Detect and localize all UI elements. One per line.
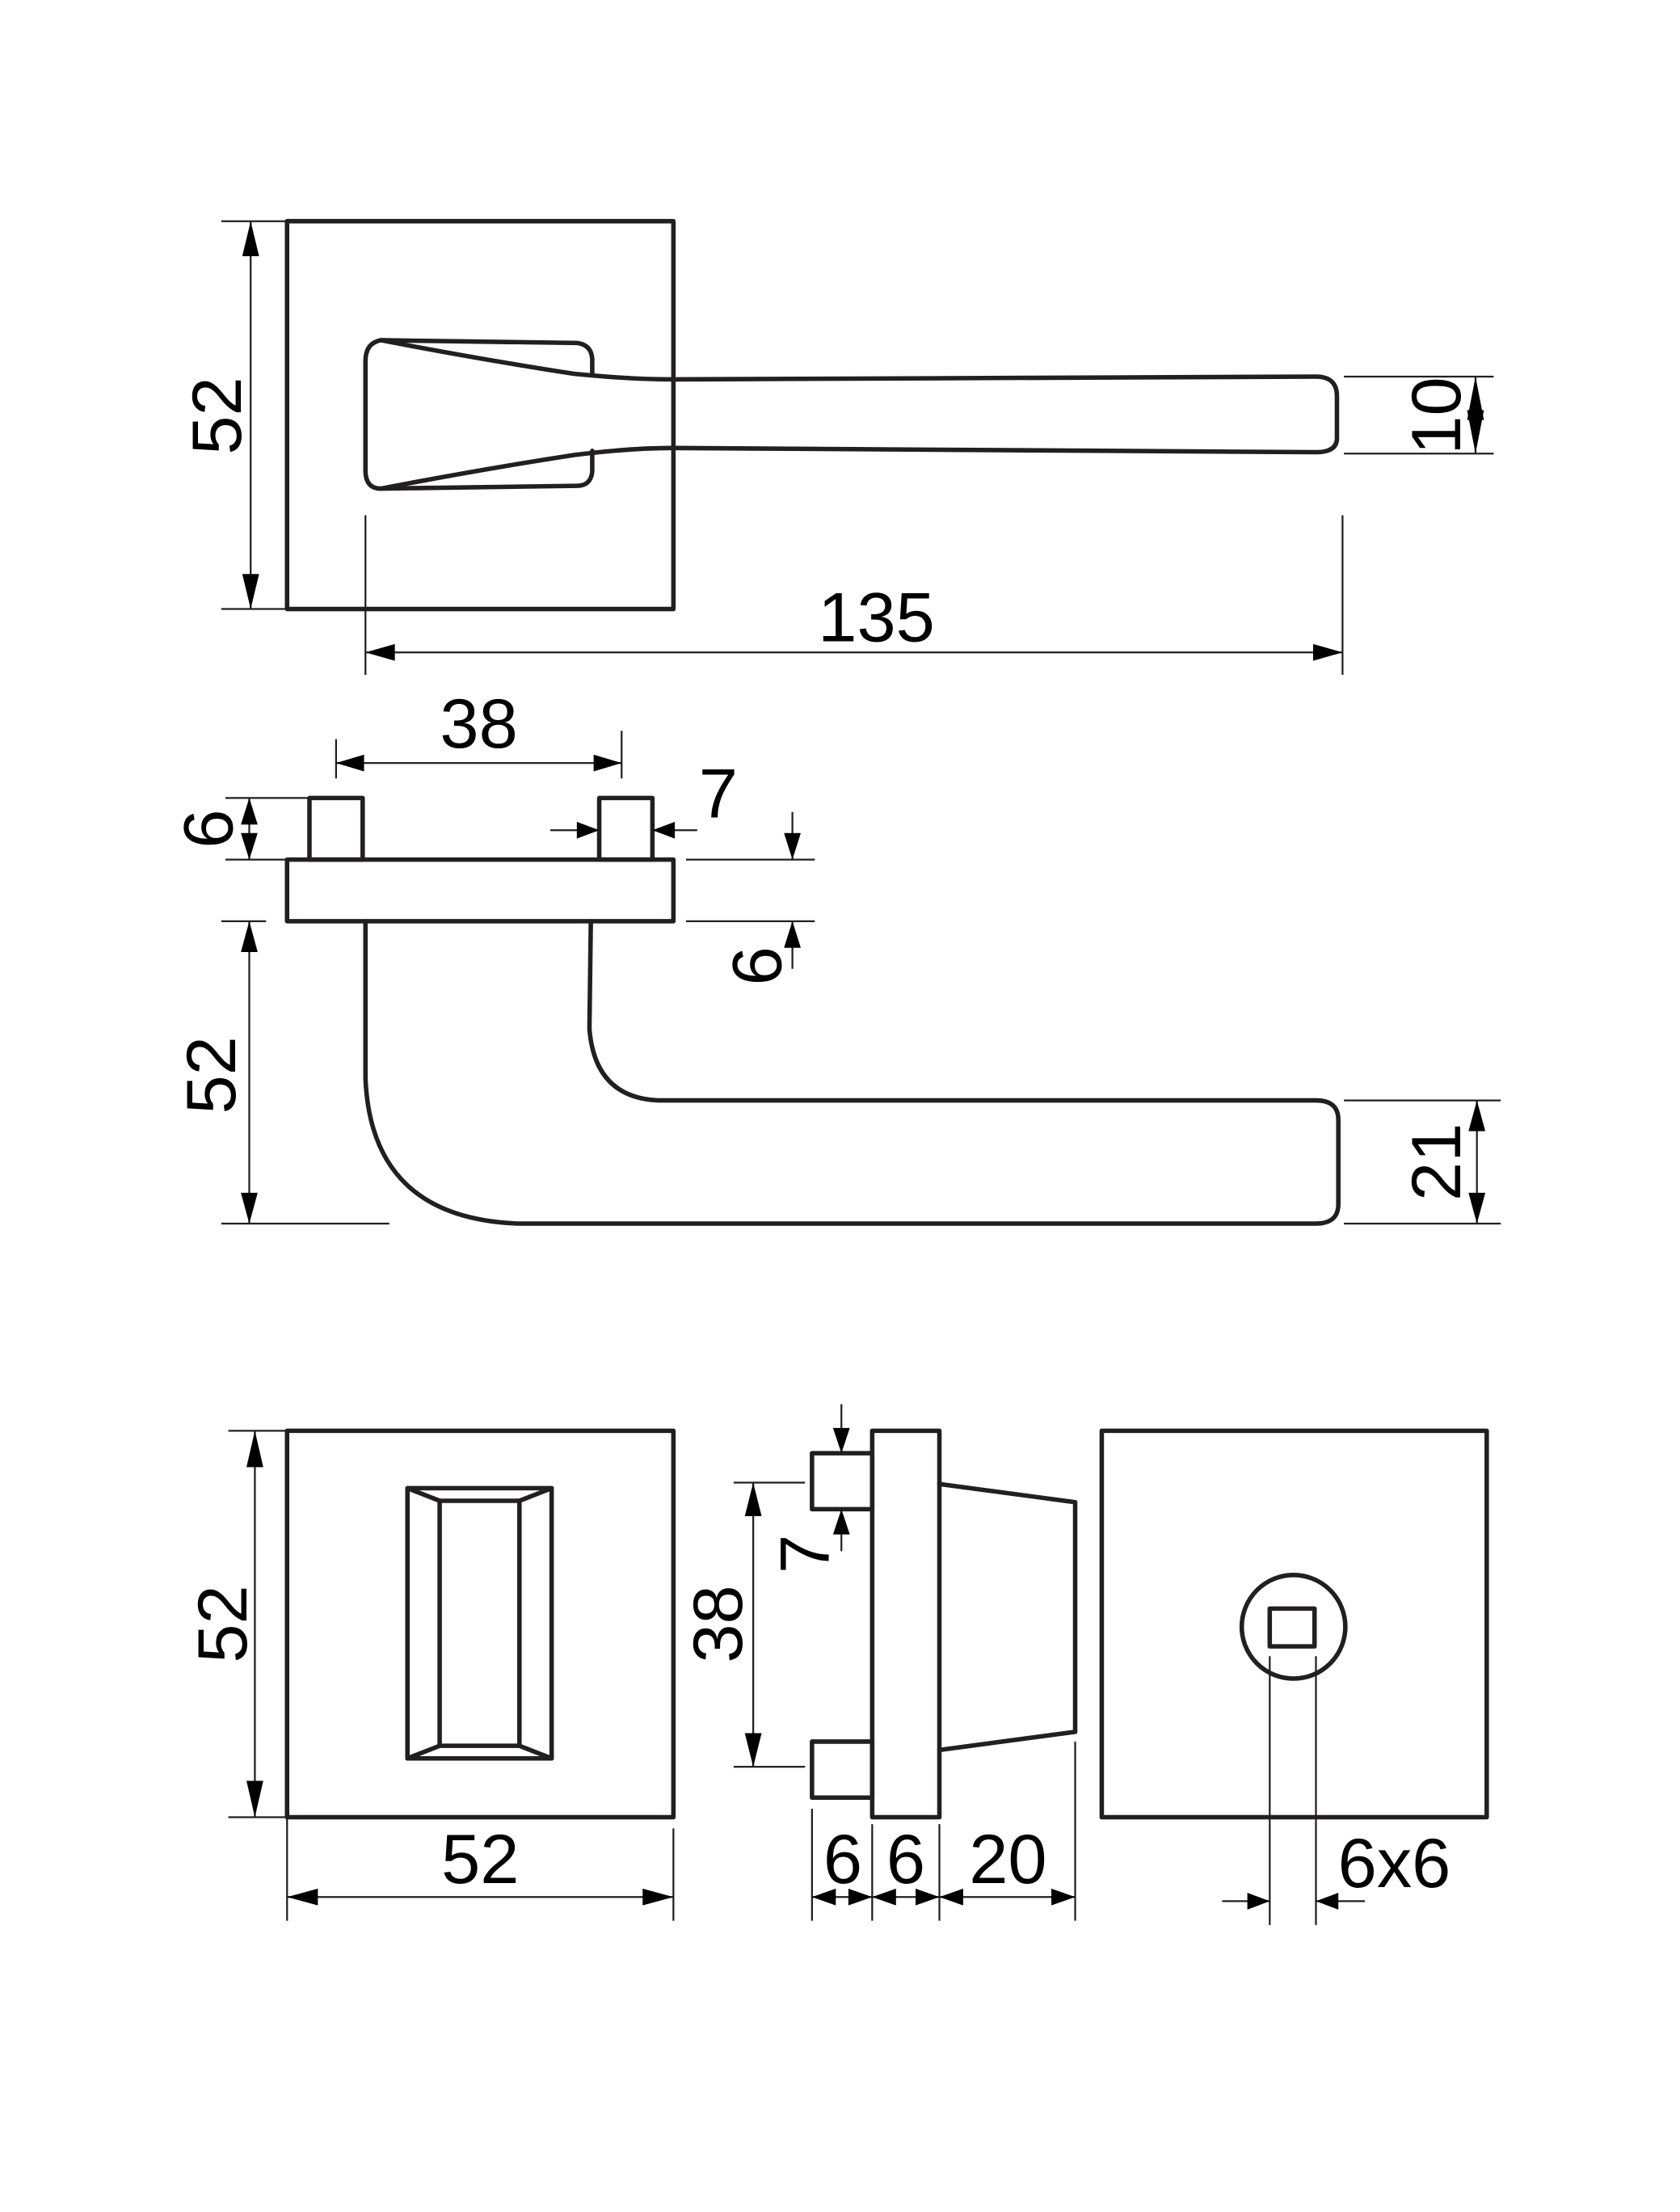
wc-pin-bottom [810, 1739, 875, 1801]
dim-pin-height: 6 [171, 809, 248, 848]
arrowhead [242, 574, 259, 609]
dim-rose-thickness: 6 [719, 946, 797, 985]
side-view: 38 7 6 6 52 21 [171, 685, 1501, 1226]
dim-handle-length: 135 [818, 579, 935, 656]
handle-outline [363, 338, 1340, 491]
wc-turn-side [937, 1481, 1078, 1753]
wc-turn-front-view: 52 52 [184, 1428, 676, 1921]
arrowhead [242, 221, 259, 257]
fixing-pin-right [596, 795, 655, 862]
release-ring [1239, 1573, 1348, 1681]
turn-knob-inner [437, 1498, 522, 1748]
dim-pin-spacing: 38 [440, 685, 517, 763]
wc-side-rose [869, 1428, 942, 1820]
arrowhead [1313, 643, 1343, 661]
dim-wc-rose-height: 52 [184, 1585, 262, 1662]
dim-wc-pin-depth: 6 [823, 1821, 862, 1898]
dim-wc-pin-width: 7 [767, 1535, 844, 1574]
fixing-pin-left [307, 795, 365, 862]
dim-handle-drop: 52 [173, 1036, 251, 1114]
dim-wc-turn-depth: 20 [969, 1821, 1046, 1898]
dim-wc-rose-width: 52 [441, 1821, 519, 1898]
rose-plate [284, 857, 676, 924]
arrowhead [365, 643, 395, 661]
dim-pin-width: 7 [699, 756, 738, 833]
rose-outline [284, 218, 676, 612]
top-view: 52 10 135 [179, 218, 1494, 675]
arrowhead [1467, 410, 1484, 454]
release-rose-outline [1099, 1428, 1489, 1820]
dim-wc-rose-depth: 6 [886, 1821, 925, 1898]
dim-rose-height: 52 [179, 377, 256, 454]
turn-knob-outer [405, 1485, 554, 1761]
spindle-square [1267, 1606, 1317, 1649]
lever-outline [363, 919, 1341, 1226]
arrowhead [1467, 376, 1484, 420]
dim-tip-height: 10 [1398, 377, 1476, 454]
wc-side-view: 38 7 6 6 20 [680, 1404, 1078, 1921]
dim-wc-pin-spacing: 38 [680, 1585, 757, 1662]
dim-tip-thickness: 21 [1398, 1123, 1476, 1201]
wc-release-view: 6x6 [1099, 1428, 1489, 1925]
handle-neck-outline [378, 338, 595, 491]
wc-pin-top [810, 1451, 875, 1512]
dim-spindle: 6x6 [1338, 1825, 1451, 1902]
